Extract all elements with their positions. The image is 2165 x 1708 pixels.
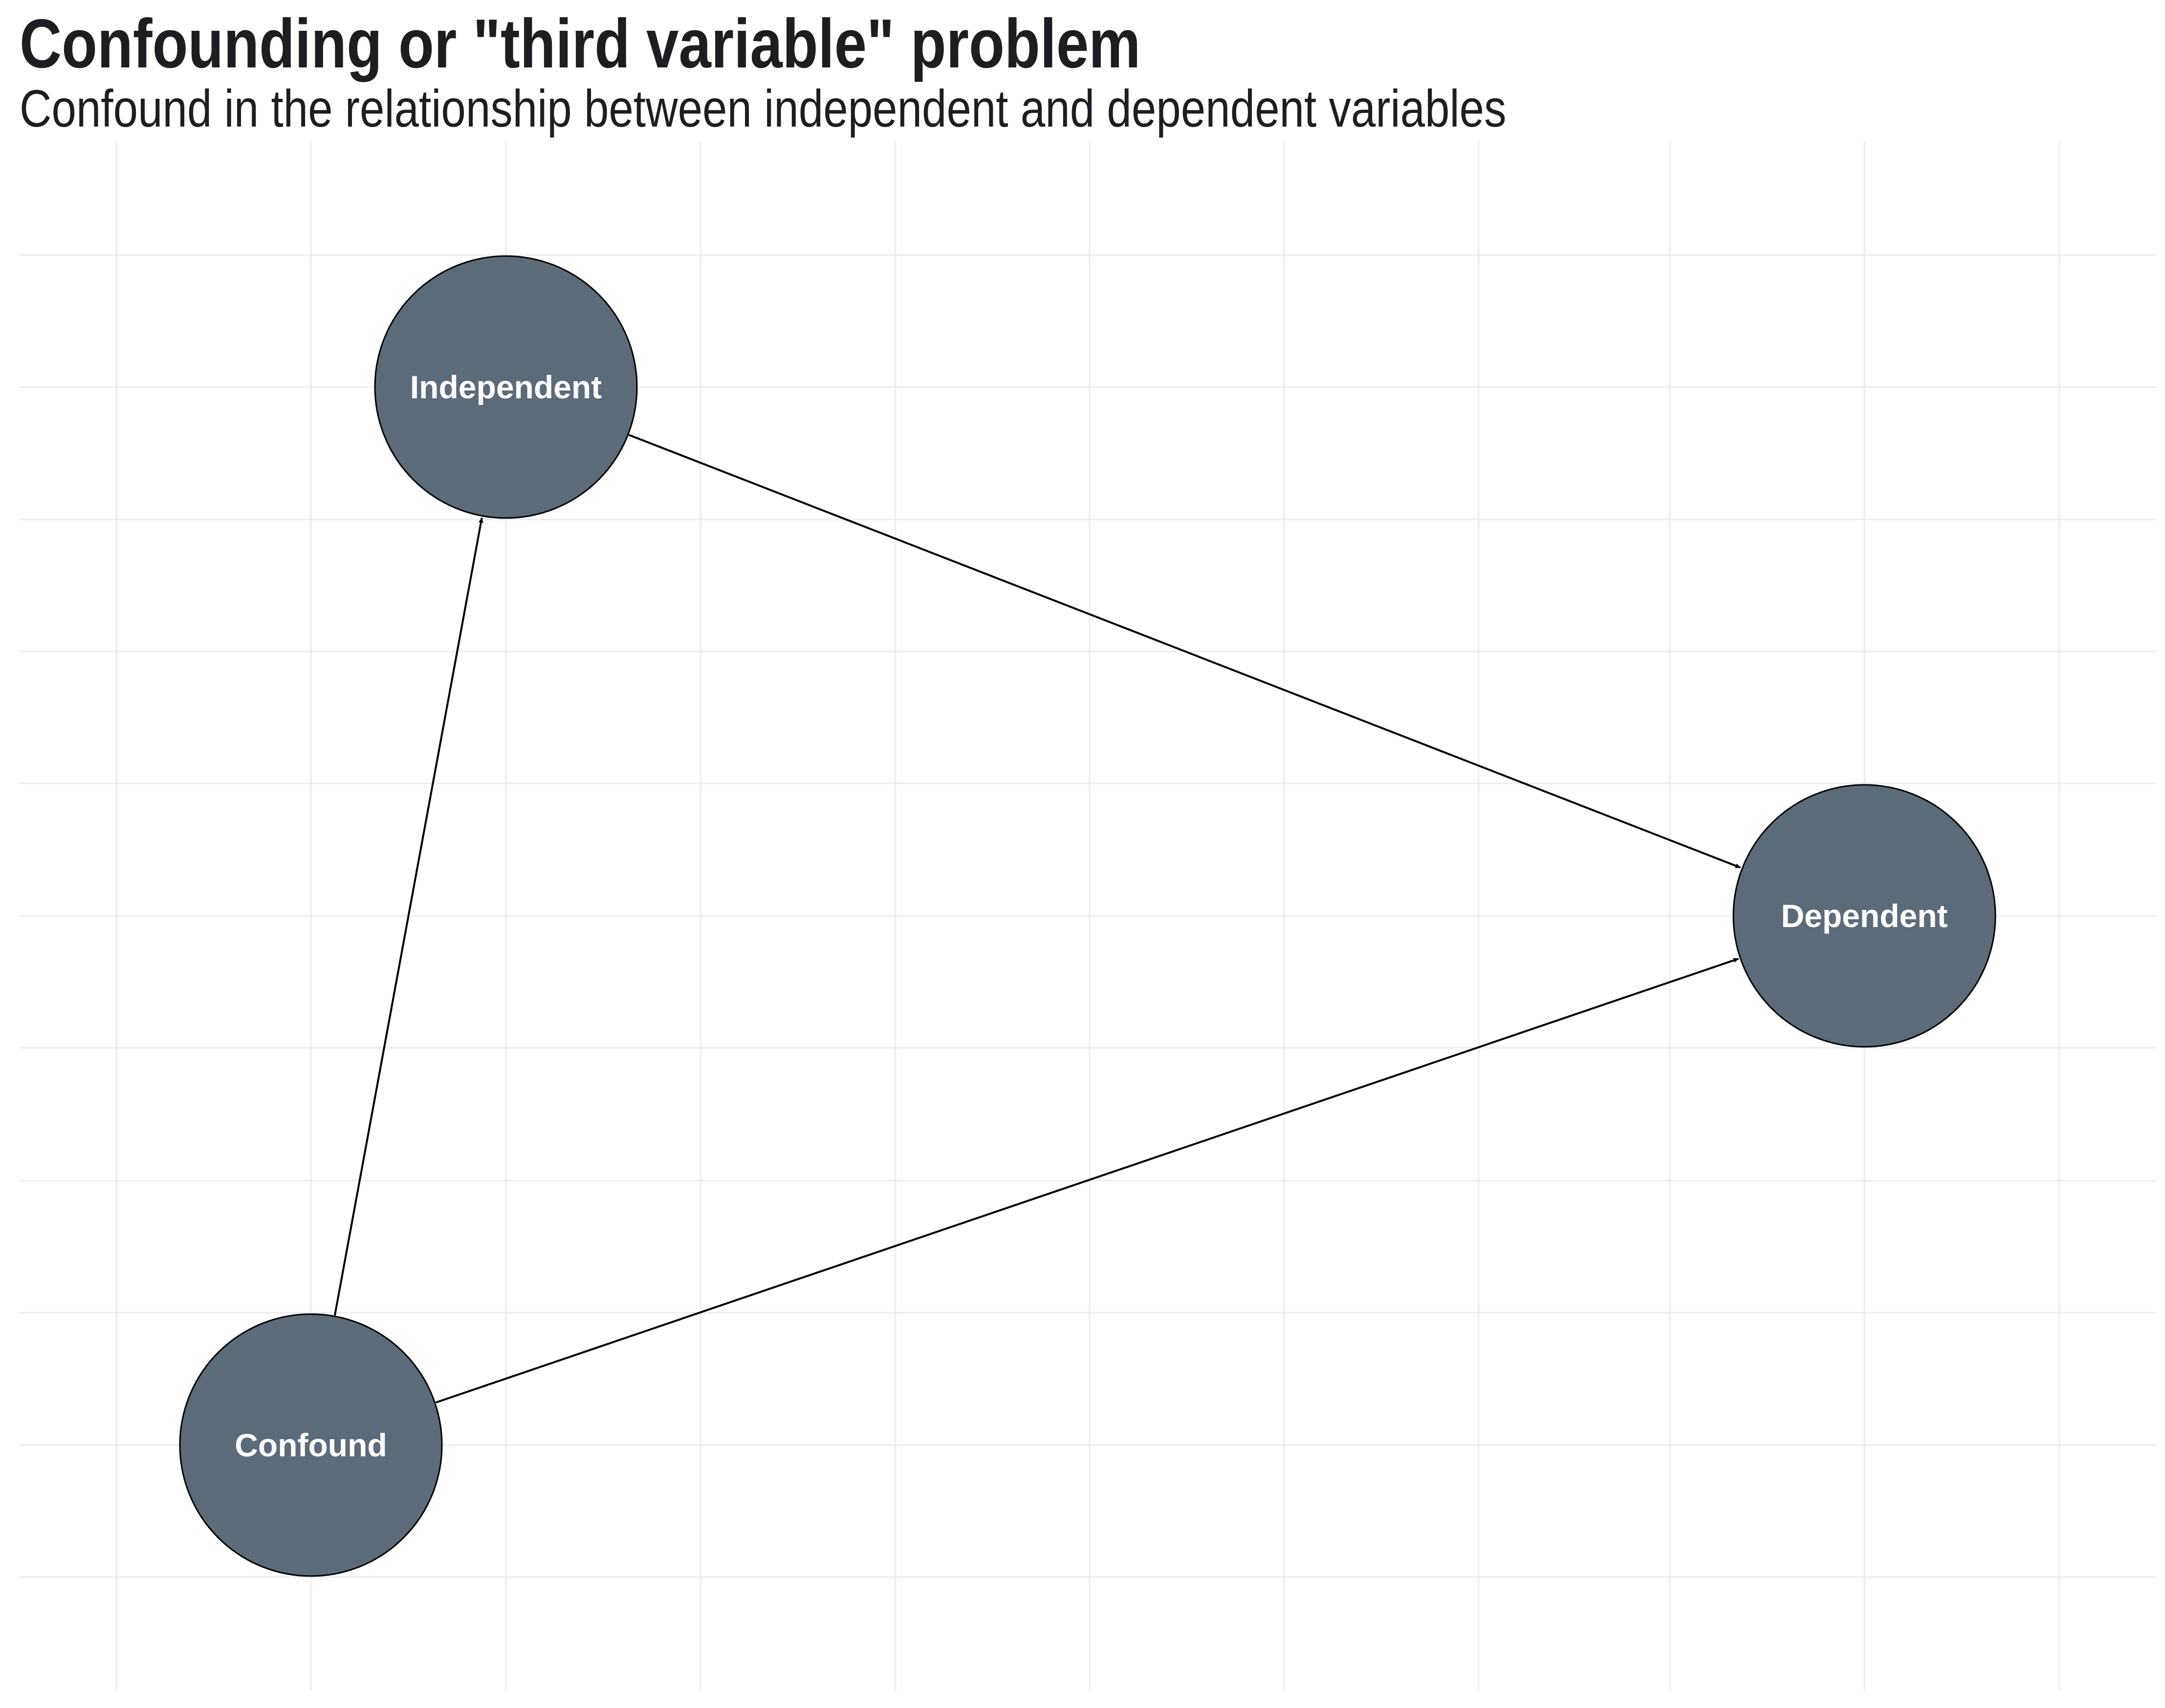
node-independent: Independent — [374, 255, 638, 519]
node-independent-label: Independent — [410, 369, 602, 405]
node-confound-label: Confound — [235, 1427, 387, 1463]
node-confound-circle — [179, 1313, 443, 1577]
edge-independent-to-dependent — [628, 434, 1741, 869]
edge-confound-to-dependent — [435, 957, 1739, 1404]
edge-confound-to-independent — [333, 518, 483, 1316]
node-dependent-label: Dependent — [1781, 898, 1947, 934]
node-confound: Confound — [179, 1313, 443, 1577]
edges — [333, 434, 1741, 1404]
nodes: Independent Dependent Confound — [179, 255, 1996, 1577]
node-dependent: Dependent — [1732, 784, 1996, 1048]
page-subtitle: Confound in the relationship between ind… — [20, 79, 1507, 138]
node-independent-circle — [374, 255, 638, 519]
node-dependent-circle — [1732, 784, 1996, 1048]
page-title: Confounding or "third variable" problem — [20, 5, 1141, 83]
